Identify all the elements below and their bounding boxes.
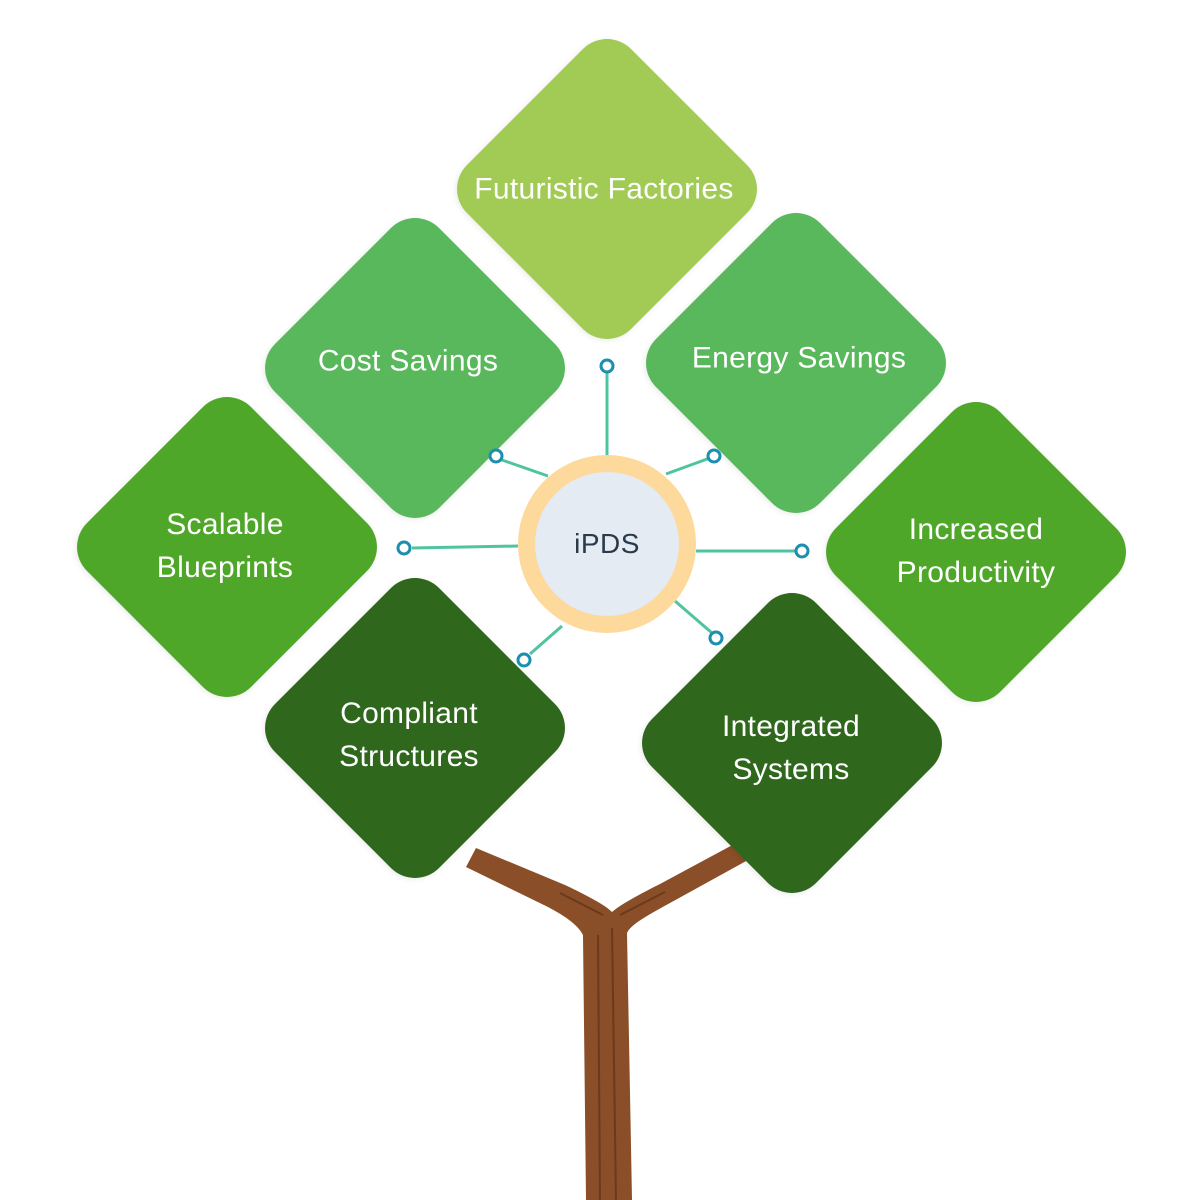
trunk-grain xyxy=(559,891,666,1200)
connector-end-cost-savings xyxy=(488,448,504,464)
hub-label: iPDS xyxy=(574,528,640,559)
connector-end-increased-productivity xyxy=(794,543,810,559)
connector-end-compliant-structures xyxy=(516,652,532,668)
connector-integrated-systems xyxy=(674,599,713,635)
label-increased-productivity: Increased Productivity xyxy=(846,508,1106,594)
label-line: Integrated xyxy=(721,710,861,743)
trunk-shape xyxy=(466,842,748,1200)
label-compliant-structures: Compliant Structures xyxy=(279,692,539,778)
connector-end-scalable-blueprints xyxy=(396,540,412,556)
label-line: Compliant xyxy=(340,697,478,730)
label-futuristic-factories: Futuristic Factories xyxy=(474,168,734,211)
label-cost-savings: Cost Savings xyxy=(278,340,538,383)
connector-end-energy-savings xyxy=(706,448,722,464)
connector-cost-savings xyxy=(501,458,549,478)
label-energy-savings: Energy Savings xyxy=(669,337,929,380)
label-line: Cost Savings xyxy=(317,344,499,378)
label-line: Productivity xyxy=(896,556,1056,589)
label-line: Systems xyxy=(732,753,850,786)
connector-compliant-structures xyxy=(529,624,563,656)
label-line: Blueprints xyxy=(156,551,294,584)
label-line: Futuristic Factories xyxy=(474,172,734,206)
connector-end-integrated-systems xyxy=(708,630,724,646)
label-line: Energy Savings xyxy=(691,341,907,375)
connector-energy-savings xyxy=(665,456,711,476)
label-scalable-blueprints: Scalable Blueprints xyxy=(95,503,355,589)
label-line: Scalable xyxy=(166,508,284,541)
hub-center[interactable] xyxy=(535,472,679,616)
label-line: Structures xyxy=(339,740,479,773)
connector-scalable-blueprints xyxy=(411,544,519,550)
label-integrated-systems: Integrated Systems xyxy=(661,705,921,791)
connector-end-futuristic-factories xyxy=(599,358,615,374)
label-line: Increased xyxy=(908,513,1044,546)
